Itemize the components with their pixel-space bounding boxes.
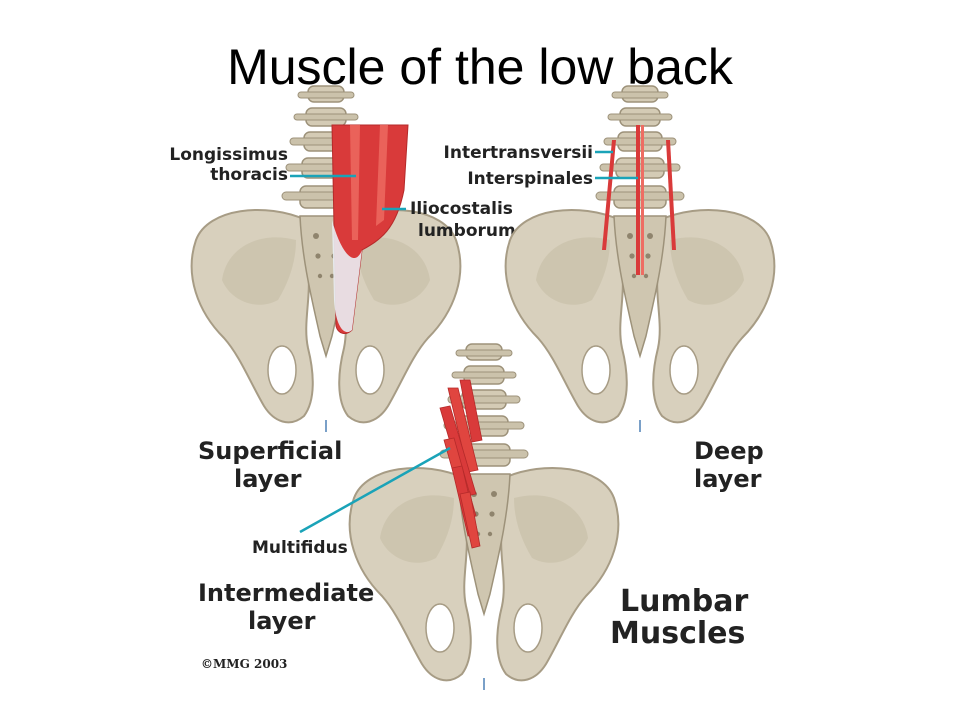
label-intertransversii: Intertransversii — [444, 143, 593, 163]
label-longissimus-line2: thoracis — [210, 165, 288, 185]
label-deep-layer-line2: layer — [694, 465, 762, 493]
copyright-text: ©MMG 2003 — [201, 657, 287, 671]
label-intermediate-layer-line1: Intermediate — [198, 579, 374, 607]
label-multifidus: Multifidus — [252, 538, 348, 558]
leader-line-multifidus — [299, 446, 451, 534]
panel-deep: Intertransversii Interspinales Deep laye… — [444, 85, 776, 493]
panel-intermediate: Multifidus Intermediate layer — [198, 343, 620, 691]
label-superficial-layer-line2: layer — [234, 465, 302, 493]
intertransversii-muscle — [602, 140, 616, 250]
thoracolumbar-fascia — [332, 220, 362, 333]
caption-lumbar: Lumbar — [620, 584, 748, 619]
interspinales-muscle — [636, 125, 640, 275]
caption-muscles: Muscles — [610, 616, 745, 651]
multifidus-muscle — [439, 379, 483, 549]
label-longissimus-line1: Longissimus — [169, 145, 288, 165]
label-superficial-layer-line1: Superficial — [198, 437, 342, 465]
pelvis-superficial — [190, 85, 462, 433]
label-interspinales: Interspinales — [467, 169, 593, 189]
label-iliocostalis-line1: Iliocostalis — [410, 199, 513, 219]
label-iliocostalis-line2: lumborum — [418, 221, 516, 241]
panel-superficial: Longissimus thoracis Iliocostalis lumbor… — [169, 85, 516, 493]
label-deep-layer-line1: Deep — [694, 437, 764, 465]
label-intermediate-layer-line2: layer — [248, 607, 316, 635]
